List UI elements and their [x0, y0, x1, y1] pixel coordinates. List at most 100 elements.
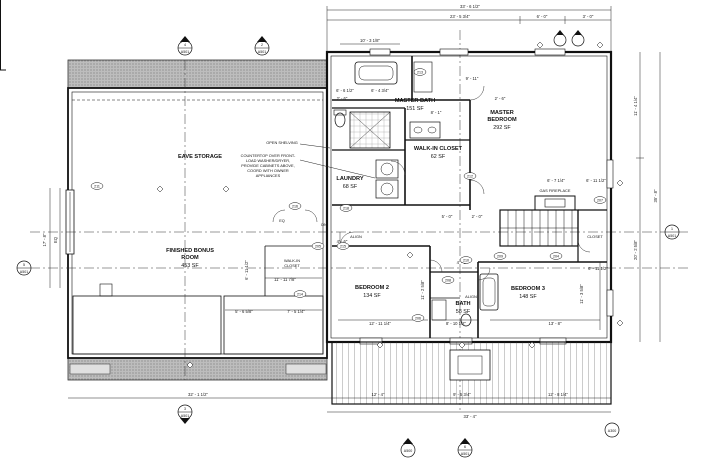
marker-num-3: 5	[23, 263, 25, 267]
room-bonus-name-1: FINISHED BONUS	[166, 248, 214, 254]
dim-bonus-v: 6' - 11 1/2"	[244, 260, 249, 280]
dim-bonus-d3: 7' - 5 1/4"	[287, 309, 305, 314]
dim-right-v3: 6' - 11 1/2"	[586, 178, 606, 183]
room-walk-in-closet-name: WALK-IN CLOSET	[414, 146, 463, 152]
dim-top-3: 3' - 0"	[583, 14, 594, 19]
door-swings	[272, 85, 591, 281]
room-bonus-name-2: ROOM	[181, 255, 199, 261]
elevation-marker-bottom: A500	[400, 438, 416, 458]
marker-id-7: A500	[404, 449, 412, 453]
note-dn: DN	[321, 222, 327, 227]
master-bath-fixtures	[333, 61, 441, 149]
marker-num-1: 4	[184, 43, 186, 47]
section-marker-left: 5 A501	[16, 260, 32, 276]
tag-d10: 208	[445, 279, 451, 283]
bath-fixtures	[431, 273, 499, 327]
dim-bath-w: 8' - 10 1/2"	[446, 321, 466, 326]
dim-b3-small: 6' - 11 1/2"	[588, 266, 608, 271]
dim-top-1: 23' - 5 3/4"	[450, 14, 470, 19]
note-counter-3: PROVIDE CABINETS ABOVE,	[241, 163, 294, 168]
note-eq: EQ	[279, 218, 285, 223]
tag-d7: 214	[297, 293, 303, 297]
tag-d5: 216	[292, 205, 298, 209]
note-counter-1: COUNTERTOP OVER FRONT-	[241, 153, 296, 158]
room-bath-area: 58 SF	[456, 309, 471, 315]
dim-wall-small: 4' - 6"	[337, 239, 348, 244]
dim-bath-w1: 6' - 6 1/2"	[336, 88, 354, 93]
note-closet: CLOSET	[587, 234, 603, 239]
section-marker-bottom-left: 3 A501	[177, 404, 193, 424]
marker-id-8: A300	[608, 429, 616, 433]
room-master-bath-area: 151 SF	[406, 106, 424, 112]
room-master-bedroom-name-1: MASTER	[490, 110, 514, 116]
tag-d8: 210	[463, 259, 469, 263]
dim-b2-v: 11' - 2 5/8"	[420, 280, 425, 300]
marker-id-6: A501	[461, 452, 469, 456]
marker-num-6: 6	[464, 445, 466, 449]
tag-d4: 218	[343, 207, 349, 211]
dim-bottom-left: 32' - 1 1/2"	[188, 392, 208, 397]
elevation-marker-top-right	[553, 30, 585, 47]
marker-id-2: A501	[258, 50, 266, 54]
tag-d11: 207	[597, 199, 603, 203]
dimension-lines	[49, 6, 661, 413]
dim-wall-small2: 5' - 0"	[442, 214, 453, 219]
door-window-tags: 211 213 212 218 216 215 214 210 209 208 …	[90, 68, 607, 322]
marker-num-5: 3	[184, 407, 186, 411]
dim-wic-dim: 2' - 0"	[472, 214, 483, 219]
marker-id-1: A501	[181, 50, 189, 54]
tag-d14: 204	[553, 255, 559, 259]
section-marker-top-left: 4 A501	[177, 36, 193, 56]
room-bonus-area: 453 SF	[181, 263, 199, 269]
tag-d12: 206	[415, 317, 421, 321]
dim-eq-v: EQ	[53, 236, 58, 243]
dim-bonus-d1: 11' - 11 7/8"	[274, 277, 296, 282]
room-bedroom3-area: 148 SF	[519, 294, 537, 300]
dim-bottom-2: 9' - 5 3/4"	[453, 392, 471, 397]
elevation-marker-bottom-right: A300	[604, 422, 620, 438]
dim-wic-w: 8' - 1"	[431, 110, 442, 115]
dim-right-v1: 11' - 4 1/4"	[633, 96, 638, 116]
dim-bonus-d2: 5' - 6 5/8"	[235, 309, 253, 314]
windows	[359, 48, 614, 345]
dim-b2-w: 12' - 11 1/4"	[369, 321, 392, 326]
dim-bath-small2: 2' - 6"	[495, 96, 506, 101]
dim-top-overall: 33' - 6 1/2"	[460, 4, 480, 9]
note-counter-4: COORD WITH OWNER	[247, 168, 289, 173]
porch-deck	[331, 341, 612, 405]
dimension-labels: 33' - 6 1/2" 23' - 5 3/4" 6' - 0" 3' - 0…	[42, 4, 658, 419]
tag-d3: 212	[467, 175, 473, 179]
note-open-shelving: OPEN SHELVING	[266, 140, 298, 145]
marker-id-5: A501	[181, 414, 189, 418]
dim-bath-h: 9' - 11"	[466, 76, 479, 81]
laundry-appliances	[375, 159, 399, 199]
tag-d9: 209	[497, 255, 503, 259]
room-bedroom3-name: BEDROOM 3	[511, 286, 545, 292]
section-marker-right: 1 A501	[664, 224, 680, 240]
dim-left-v: 17' - 8"	[42, 233, 47, 247]
bonus-wing-walls	[65, 87, 328, 359]
note-counter-5: APPLIANCES	[256, 173, 281, 178]
dim-b3-v: 11' - 3 5/8"	[579, 284, 584, 304]
wall-type-tags	[156, 41, 624, 369]
dim-bottom-3: 12' - 8 1/4"	[548, 392, 568, 397]
tag-d1: 211	[94, 185, 100, 189]
dim-top-2: 6' - 0"	[537, 14, 548, 19]
marker-num-2: 2	[261, 43, 263, 47]
room-bath-name: BATH	[455, 301, 470, 307]
note-align-1: ALIGN	[350, 234, 362, 239]
dim-right-v2: 20' - 2 5/8"	[633, 240, 638, 260]
room-master-bedroom-area: 292 SF	[493, 125, 511, 131]
room-laundry-area: 68 SF	[343, 184, 358, 190]
marker-id-4: A501	[668, 234, 676, 238]
room-master-bedroom-name-2: BEDROOM	[487, 117, 517, 123]
room-laundry-name: LAUNDRY	[336, 176, 363, 182]
dim-bath-w2: 6' - 4 3/4"	[371, 88, 389, 93]
room-eave-storage-name: EAVE STORAGE	[178, 154, 222, 160]
room-bedroom2-area: 134 SF	[363, 293, 381, 299]
reference-grid-lines	[30, 30, 690, 410]
note-align-2: ALIGN	[465, 294, 477, 299]
room-bedroom2-name: BEDROOM 2	[355, 285, 389, 291]
room-walk-in-closet-area: 62 SF	[431, 154, 446, 160]
marker-num-4: 1	[671, 227, 673, 231]
